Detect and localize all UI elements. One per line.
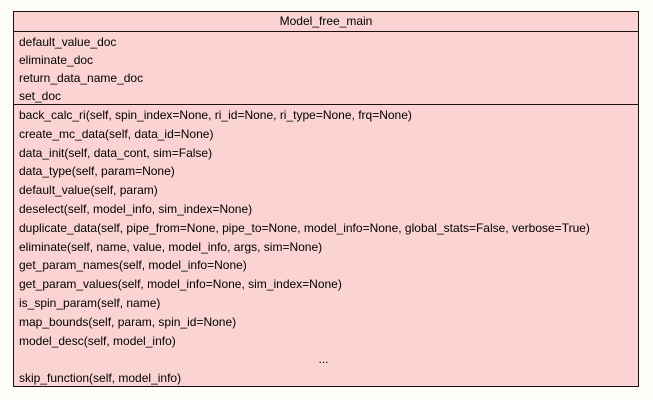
method-row: eliminate(self, name, value, model_info,…	[19, 239, 323, 254]
method-row: duplicate_data(self, pipe_from=None, pip…	[19, 220, 590, 235]
class-title: Model_free_main	[14, 12, 638, 32]
method-row: skip_function(self, model_info)	[19, 371, 182, 386]
attribute-row: set_doc	[19, 89, 62, 103]
method-row: map_bounds(self, param, spin_id=None)	[19, 314, 237, 329]
method-row: data_type(self, param=None)	[19, 164, 175, 179]
method-row: default_value(self, param)	[19, 183, 158, 198]
attribute-row: default_value_doc	[19, 35, 117, 49]
method-row: back_calc_ri(self, spin_index=None, ri_i…	[19, 108, 412, 122]
uml-class-box: Model_free_main default_value_doc elimin…	[13, 11, 639, 387]
attribute-row: eliminate_doc	[19, 53, 94, 67]
ellipsis-row: ...	[318, 352, 329, 367]
method-row: create_mc_data(self, data_id=None)	[19, 126, 214, 141]
method-row: get_param_values(self, model_info=None, …	[19, 277, 342, 292]
methods-compartment: back_calc_ri(self, spin_index=None, ri_i…	[14, 105, 638, 388]
attributes-compartment: default_value_doc eliminate_doc return_d…	[14, 32, 638, 105]
method-row: is_spin_param(self, name)	[19, 295, 161, 310]
method-row: deselect(self, model_info, sim_index=Non…	[19, 201, 253, 216]
attribute-row: return_data_name_doc	[19, 71, 144, 85]
method-row: get_param_names(self, model_info=None)	[19, 258, 247, 273]
method-row: model_desc(self, model_info)	[19, 333, 176, 348]
method-row: data_init(self, data_cont, sim=False)	[19, 145, 213, 160]
